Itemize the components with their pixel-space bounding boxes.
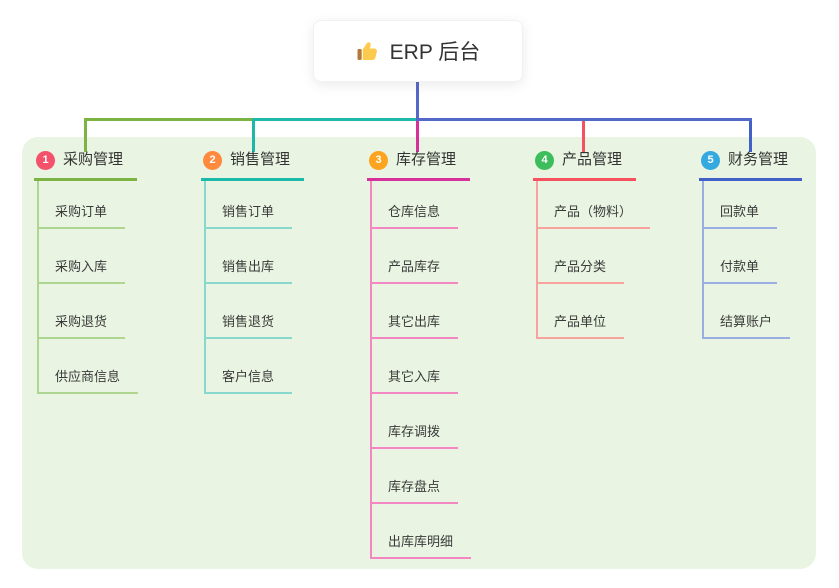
child-item[interactable]: 采购订单 [39,181,126,229]
root-title: ERP 后台 [389,41,481,64]
child-item[interactable]: 仓库信息 [372,181,459,229]
child-item-label: 销售退货 [222,314,275,329]
rail-segment-mid [252,118,419,121]
branch-children: 回款单付款单结算账户 [702,181,802,339]
branch-number-badge: 1 [36,150,55,170]
branch-4: 4 产品管理 产品（物料） 产品分类产品单位 [533,149,651,339]
child-item-label: 出库库明细 [388,534,454,549]
branch-header[interactable]: 1 采购管理 [34,149,138,181]
branch-drop-line-2 [252,121,255,152]
child-item-label: 产品分类 [554,259,607,274]
child-item[interactable]: 出库库明细 [372,504,472,559]
child-item-label: 回款单 [720,204,760,219]
rail-segment-left [84,118,255,121]
branch-number-badge: 5 [701,150,720,170]
child-item[interactable]: 其它出库 [372,284,459,339]
child-item[interactable]: 供应商信息 [39,339,139,394]
branch-title: 库存管理 [396,151,457,168]
branch-children: 销售订单销售出库销售退货客户信息 [204,181,304,394]
child-item-label: 其它出库 [388,314,441,329]
child-item-label: 库存调拨 [388,424,441,439]
branch-title: 产品管理 [562,151,623,168]
branch-children: 仓库信息产品库存其它出库其它入库库存调拨库存盘点出库库明细 [370,181,472,559]
child-item[interactable]: 产品单位 [538,284,625,339]
child-item[interactable]: 产品（物料） [538,181,651,229]
child-item-label: 产品（物料） [554,204,633,219]
child-item[interactable]: 采购退货 [39,284,126,339]
rail-segment-right [416,118,752,121]
branch-header[interactable]: 2 销售管理 [201,149,305,181]
child-item[interactable]: 销售退货 [206,284,293,339]
child-item-label: 其它入库 [388,369,441,384]
child-item[interactable]: 回款单 [704,181,778,229]
child-item[interactable]: 客户信息 [206,339,293,394]
child-item-label: 采购退货 [55,314,108,329]
child-item[interactable]: 付款单 [704,229,778,284]
child-item-label: 采购入库 [55,259,108,274]
root-stem-line [416,82,419,121]
branch-header[interactable]: 3 库存管理 [367,149,471,181]
child-item[interactable]: 采购入库 [39,229,126,284]
child-item-label: 付款单 [720,259,760,274]
child-item-label: 采购订单 [55,204,108,219]
child-item-label: 销售订单 [222,204,275,219]
branch-2: 2 销售管理 销售订单销售出库销售退货客户信息 [201,149,305,394]
thumbs-up-icon [356,39,380,63]
branch-5: 5 财务管理 回款单付款单结算账户 [699,149,803,339]
branch-drop-line-4 [582,121,585,152]
branch-number-badge: 4 [535,150,554,170]
branch-number-badge: 2 [203,150,222,170]
child-item-label: 产品库存 [388,259,441,274]
branch-3: 3 库存管理 仓库信息产品库存其它出库其它入库库存调拨库存盘点出库库明细 [367,149,472,559]
child-item[interactable]: 其它入库 [372,339,459,394]
branch-header[interactable]: 4 产品管理 [533,149,637,181]
branch-title: 销售管理 [230,151,291,168]
branch-children: 采购订单采购入库采购退货供应商信息 [37,181,139,394]
child-item[interactable]: 销售出库 [206,229,293,284]
child-item[interactable]: 库存盘点 [372,449,459,504]
child-item[interactable]: 库存调拨 [372,394,459,449]
branch-children: 产品（物料） 产品分类产品单位 [536,181,651,339]
child-item-label: 仓库信息 [388,204,441,219]
child-item-label: 客户信息 [222,369,275,384]
branch-header[interactable]: 5 财务管理 [699,149,803,181]
child-item-label: 销售出库 [222,259,275,274]
branch-1: 1 采购管理 采购订单采购入库采购退货供应商信息 [34,149,139,394]
child-item[interactable]: 产品分类 [538,229,625,284]
child-item[interactable]: 结算账户 [704,284,791,339]
child-item-label: 产品单位 [554,314,607,329]
branch-drop-line-5 [749,121,752,152]
branch-title: 采购管理 [63,151,124,168]
root-node-erp[interactable]: ERP 后台 [313,20,523,82]
branch-title: 财务管理 [728,151,789,168]
branch-number-badge: 3 [369,150,388,170]
child-item-label: 供应商信息 [55,369,121,384]
branch-drop-line-3 [416,121,419,152]
child-item-label: 结算账户 [720,314,773,329]
branches-panel [22,137,816,569]
child-item-label: 库存盘点 [388,479,441,494]
child-item[interactable]: 产品库存 [372,229,459,284]
child-item[interactable]: 销售订单 [206,181,293,229]
branch-drop-line-1 [84,121,87,152]
